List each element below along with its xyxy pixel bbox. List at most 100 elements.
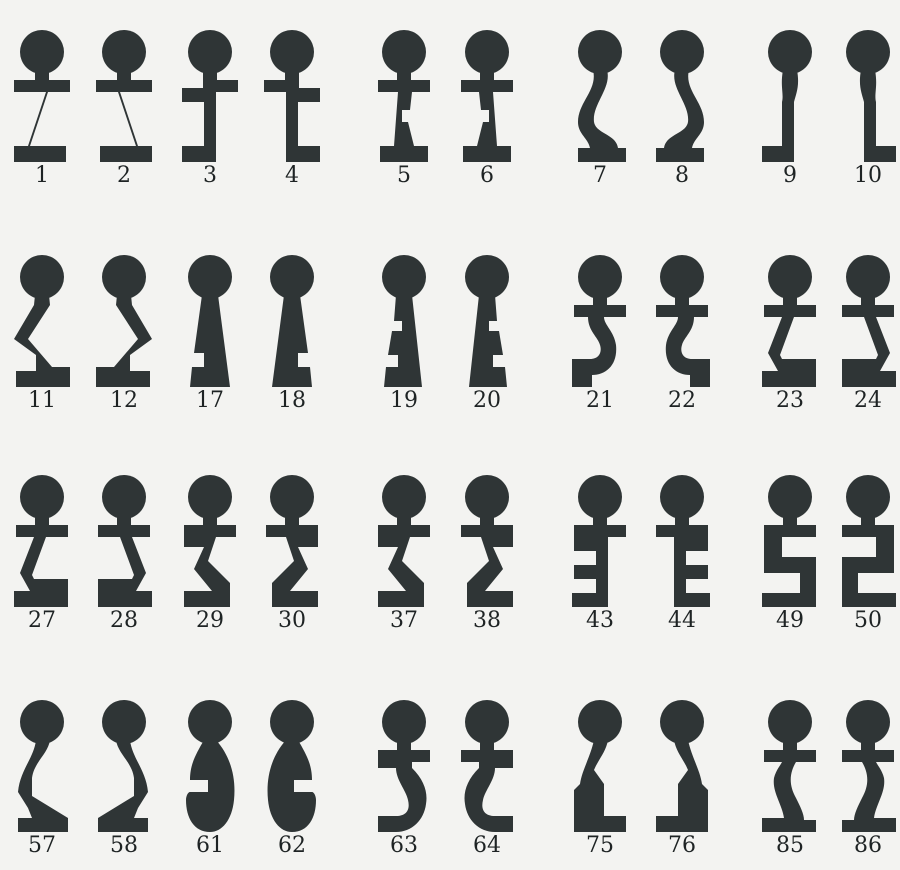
figure-head <box>660 700 704 744</box>
figure-10 <box>846 30 896 162</box>
figure-number-label: 75 <box>586 833 614 858</box>
figure-body <box>96 70 152 162</box>
figure-body <box>98 740 148 832</box>
figure-5 <box>378 30 430 162</box>
figure-body <box>656 70 704 162</box>
figure-head <box>578 30 622 74</box>
figure-9 <box>762 30 812 162</box>
figure-number-label: 61 <box>196 833 224 858</box>
figure-body <box>461 70 513 162</box>
figure-number-label: 10 <box>854 163 882 188</box>
figure-head <box>660 255 704 299</box>
figure-number-label: 38 <box>473 608 501 633</box>
figure-number-label: 6 <box>480 163 494 188</box>
figure-body <box>264 70 320 162</box>
figure-body <box>378 515 430 607</box>
figure-head <box>20 255 64 299</box>
figure-number-label: 43 <box>586 608 614 633</box>
figure-body <box>860 70 896 162</box>
figure-number-label: 12 <box>110 388 138 413</box>
figure-body <box>656 515 710 607</box>
figure-head <box>188 255 232 299</box>
figure-number-label: 63 <box>390 833 418 858</box>
figure-head <box>465 255 509 299</box>
figure-number-label: 49 <box>776 608 804 633</box>
figure-11 <box>14 255 70 387</box>
figure-body <box>572 515 626 607</box>
figure-76 <box>656 700 708 832</box>
figure-64 <box>461 700 513 832</box>
figure-18 <box>270 255 314 387</box>
figure-head <box>20 475 64 519</box>
figure-61 <box>186 700 234 832</box>
figure-1 <box>14 30 70 162</box>
figure-62 <box>268 700 316 832</box>
figure-3 <box>182 30 238 162</box>
figure-28 <box>98 475 152 607</box>
figure-number-label: 22 <box>668 388 696 413</box>
figure-number-label: 50 <box>854 608 882 633</box>
figure-27 <box>14 475 68 607</box>
figure-86 <box>842 700 896 832</box>
figure-12 <box>96 255 152 387</box>
figure-number-label: 86 <box>854 833 882 858</box>
figure-50 <box>842 475 896 607</box>
figure-head <box>20 30 64 74</box>
figure-29 <box>184 475 236 607</box>
figure-head <box>846 30 890 74</box>
figure-head <box>846 700 890 744</box>
figure-head <box>768 475 812 519</box>
figure-44 <box>656 475 710 607</box>
figure-body <box>272 295 312 387</box>
figure-body <box>384 295 422 387</box>
figure-head <box>382 700 426 744</box>
figure-number-label: 57 <box>28 833 56 858</box>
figure-body <box>14 70 70 162</box>
figure-head <box>768 255 812 299</box>
figure-body <box>184 515 236 607</box>
figure-number-label: 27 <box>28 608 56 633</box>
figure-body <box>96 295 152 387</box>
figure-body <box>14 295 70 387</box>
figure-number-label: 85 <box>776 833 804 858</box>
figure-body <box>574 740 626 832</box>
figure-2 <box>96 30 152 162</box>
figure-63 <box>378 700 430 832</box>
figure-body <box>762 740 816 832</box>
figure-head <box>465 475 509 519</box>
figure-body <box>186 740 234 832</box>
figure-body <box>14 515 68 607</box>
figure-body <box>842 515 896 607</box>
figure-57 <box>18 700 68 832</box>
figure-body <box>762 70 798 162</box>
figure-body <box>461 515 513 607</box>
figure-number-label: 18 <box>278 388 306 413</box>
figure-number-label: 44 <box>668 608 696 633</box>
figure-head <box>382 255 426 299</box>
figure-85 <box>762 700 816 832</box>
figure-body <box>98 515 152 607</box>
figure-head <box>465 30 509 74</box>
figure-body <box>461 740 513 832</box>
figure-20 <box>465 255 509 387</box>
figure-head <box>270 475 314 519</box>
figure-number-label: 37 <box>390 608 418 633</box>
figure-body <box>572 295 626 387</box>
figure-head <box>102 255 146 299</box>
figure-head <box>102 475 146 519</box>
figure-head <box>465 700 509 744</box>
figure-number-label: 8 <box>675 163 689 188</box>
figure-body <box>578 70 626 162</box>
figure-body <box>268 740 316 832</box>
figure-number-label: 29 <box>196 608 224 633</box>
figure-head <box>102 30 146 74</box>
figure-17 <box>188 255 232 387</box>
figure-body <box>266 515 318 607</box>
figure-37 <box>378 475 430 607</box>
figure-24 <box>842 255 896 387</box>
figure-23 <box>762 255 816 387</box>
figure-number-label: 23 <box>776 388 804 413</box>
figure-number-label: 4 <box>285 163 299 188</box>
figure-number-label: 1 <box>35 163 49 188</box>
figure-head <box>270 30 314 74</box>
